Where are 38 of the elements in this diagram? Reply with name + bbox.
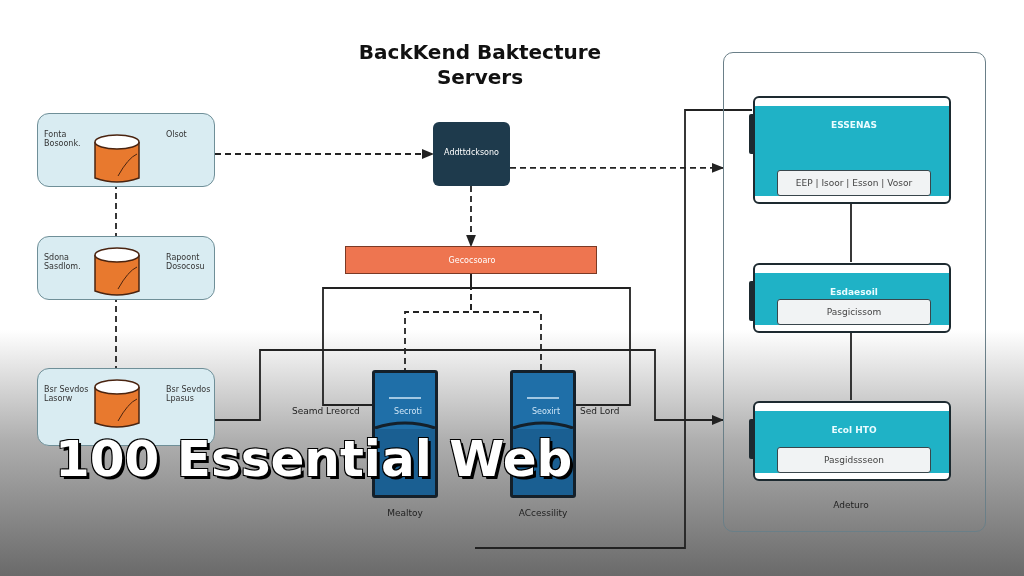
node-label: ESSENAS (830, 120, 878, 131)
panel-label: Fonta Bosoonk. (44, 130, 82, 149)
node-label: Gecocsoaro (447, 256, 497, 266)
service-box (433, 122, 510, 186)
node-label: Seoxirt (531, 407, 561, 417)
module-label: Pasgicissom (825, 307, 883, 317)
connector-line (474, 109, 753, 549)
diagram-title: BackKend Baktecture Servers (357, 40, 603, 90)
line-label: Seamd Lreorcd (292, 406, 360, 417)
module-label: Pasgidssseon (823, 455, 885, 465)
connector-line (214, 349, 725, 426)
caption-label: ACcessility (517, 508, 569, 519)
database-panel (37, 113, 215, 187)
connector-line (850, 331, 852, 401)
caption-label: Mealtoy (386, 508, 424, 519)
connector-line (470, 273, 631, 406)
database-cylinder (94, 379, 140, 429)
database-panel (37, 236, 215, 300)
connector-line (850, 202, 852, 263)
database-cylinder (94, 134, 140, 184)
database-cylinder (94, 247, 140, 297)
panel-label: Olsot (166, 130, 188, 140)
node-label: Secroti (393, 407, 423, 417)
node-label: Addttdcksono (443, 148, 500, 158)
caption-label: Adeturo (832, 500, 870, 511)
panel-label: Bsr Sevdos Lpasus (166, 385, 212, 404)
group-frame (723, 52, 986, 532)
node-label: Ecol HTO (830, 425, 878, 436)
panel-label: Rapoont Dosocosu (166, 253, 206, 272)
connector-line (214, 148, 435, 160)
connector-line (465, 185, 477, 248)
module-label: EEP | Isoor | Esson | Vosor (794, 178, 914, 188)
panel-label: Bsr Sevdos Lasorw (44, 385, 90, 404)
line-label: Sed Lord (580, 406, 620, 417)
panel-label: Sdona Sasdlom. (44, 253, 82, 272)
connector-line (509, 162, 725, 173)
gateway-bar (345, 246, 597, 274)
node-label: Esdaesoil (829, 287, 879, 298)
